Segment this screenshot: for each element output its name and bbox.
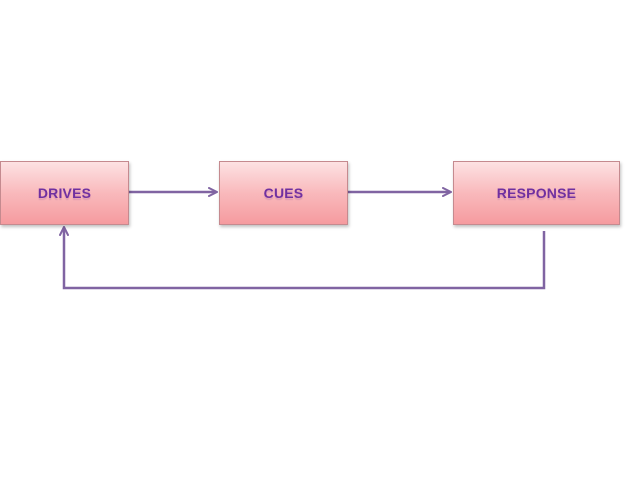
node-drives-label: DRIVES [37, 185, 92, 201]
arrow-response-to-drives [59, 226, 546, 290]
node-response: RESPONSE [453, 161, 620, 225]
node-drives: DRIVES [0, 161, 129, 225]
node-cues: CUES [219, 161, 348, 225]
node-response-label: RESPONSE [496, 185, 577, 201]
node-cues-label: CUES [263, 185, 304, 201]
